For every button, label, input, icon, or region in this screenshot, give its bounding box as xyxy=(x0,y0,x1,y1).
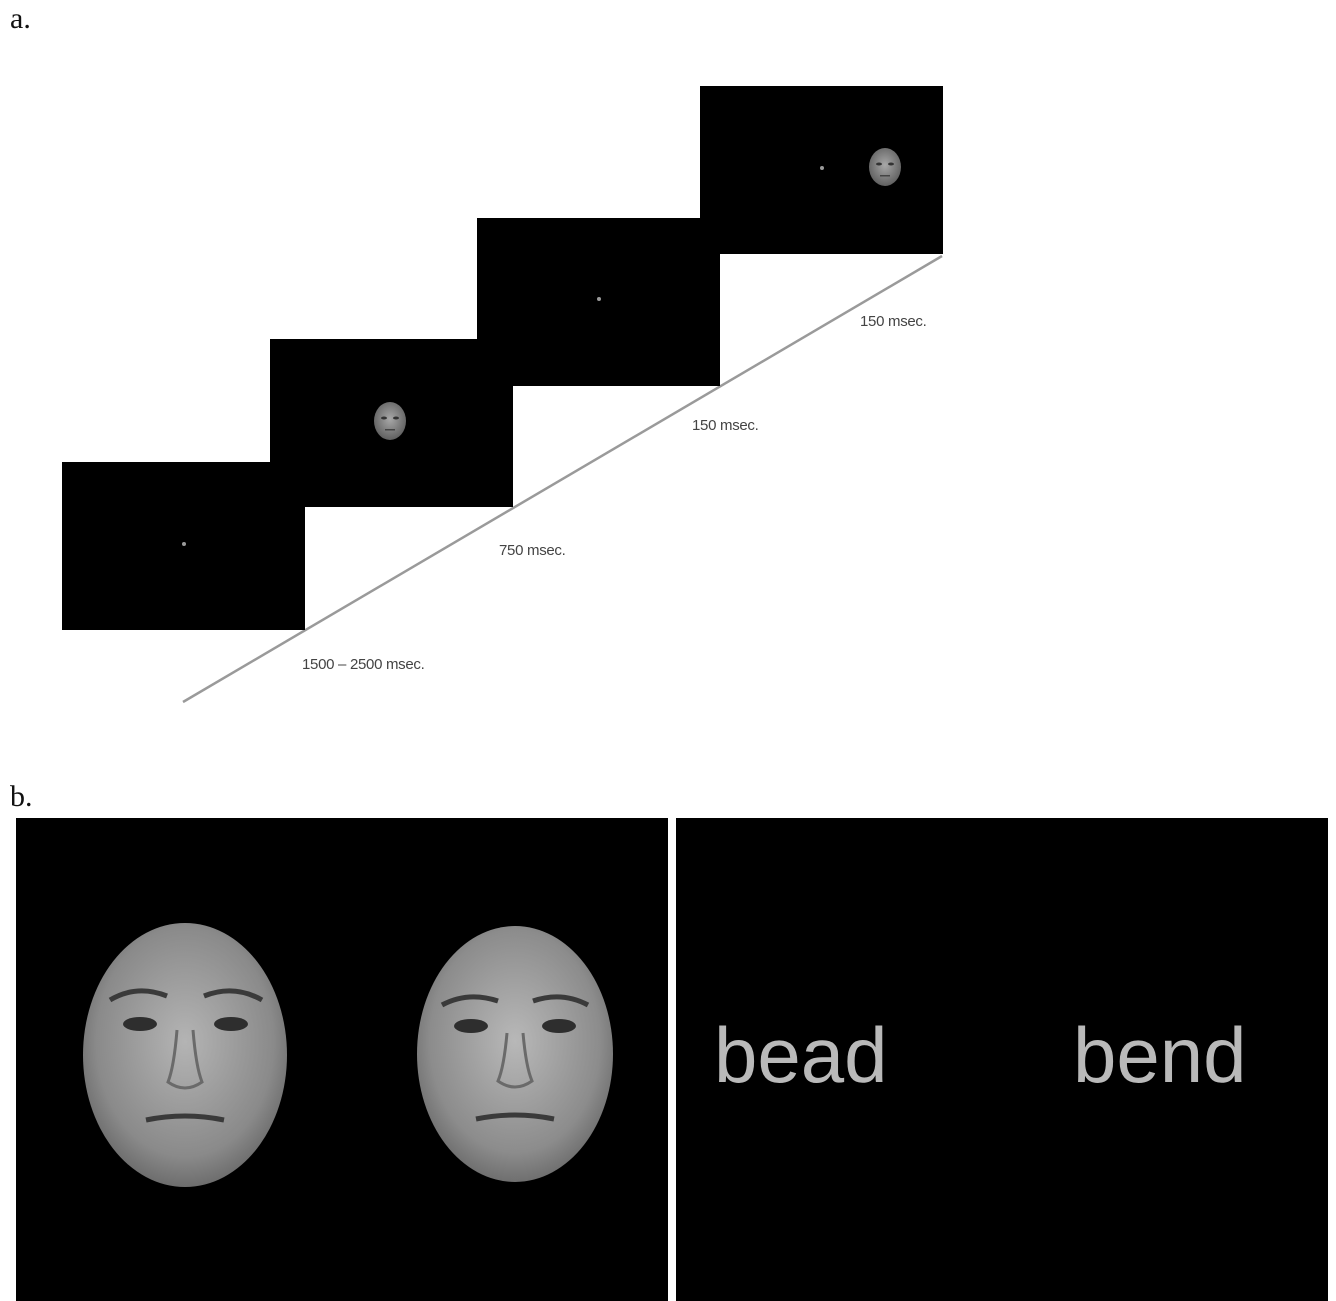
face-icon xyxy=(83,923,287,1187)
fixation-dot xyxy=(597,297,601,301)
fixation-dot xyxy=(820,166,824,170)
words-panel xyxy=(676,818,1328,1301)
timeline-axis xyxy=(182,254,943,704)
fixation-dot xyxy=(182,542,186,546)
panel-b-label: b. xyxy=(10,780,33,813)
timing-label: 750 msec. xyxy=(499,542,566,559)
word-left: bead xyxy=(714,1011,888,1099)
face-icon xyxy=(869,148,901,186)
timing-label: 150 msec. xyxy=(692,417,759,434)
face-icon xyxy=(374,402,406,440)
face-icon xyxy=(417,926,613,1182)
timing-label: 1500 – 2500 msec. xyxy=(302,656,425,673)
faces-panel xyxy=(16,818,668,1301)
frame-fixation-1 xyxy=(62,462,305,630)
panel-a-label: a. xyxy=(10,2,31,35)
frame-face-center xyxy=(270,339,513,507)
frame-face-right xyxy=(700,86,943,254)
frame-fixation-2 xyxy=(477,218,720,386)
word-right: bend xyxy=(1073,1011,1247,1099)
timing-label: 150 msec. xyxy=(860,313,927,330)
